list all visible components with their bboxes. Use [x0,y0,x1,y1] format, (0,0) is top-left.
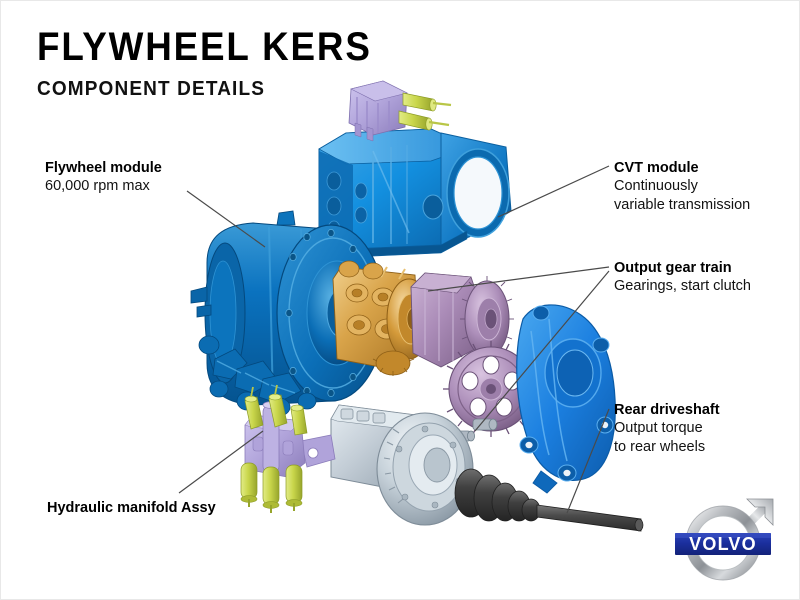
callout-title: Hydraulic manifold Assy [47,500,216,516]
callout-cvt-module: CVT module Continuously variable transmi… [614,159,750,214]
callout-output-gear-train: Output gear train Gearings, start clutch [614,259,751,296]
volvo-wordmark-text: VOLVO [689,534,757,554]
callout-line: 60,000 rpm max [45,178,150,195]
volvo-wordmark-band [675,533,771,555]
hydraulic-manifold-upper [348,80,452,142]
callout-flywheel-module: Flywheel module 60,000 rpm max [45,159,162,196]
valve-cylinders-lower [240,462,303,513]
cv-boot [454,468,541,522]
callout-title: Rear driveshaft [614,402,720,418]
callout-line: Continuously [614,178,698,195]
page-title: FLYWHEEL KERS [37,25,372,69]
callout-hydraulic-manifold: Hydraulic manifold Assy [47,499,216,517]
callout-line: to rear wheels [614,438,706,455]
differential-and-driveshaft [300,404,644,532]
callout-line: variable transmission [614,196,751,213]
gear-cover-plate-blue [516,304,616,494]
title-block: FLYWHEEL KERS COMPONENT DETAILS [37,27,401,101]
cvt-variator-gold [332,260,432,376]
valve-cylinders-upper [244,384,308,436]
hydraulic-manifold-lower [240,384,308,513]
callout-line: Output torque [614,420,703,437]
callout-title: Output gear train [614,260,732,276]
callout-line: Gearings, start clutch [614,278,751,295]
callout-title: CVT module [614,160,699,176]
page-subtitle: COMPONENT DETAILS [37,78,266,100]
callout-title: Flywheel module [45,160,162,176]
volvo-logo: VOLVO [675,498,774,581]
callout-rear-driveshaft: Rear driveshaft Output torque to rear wh… [614,401,720,456]
